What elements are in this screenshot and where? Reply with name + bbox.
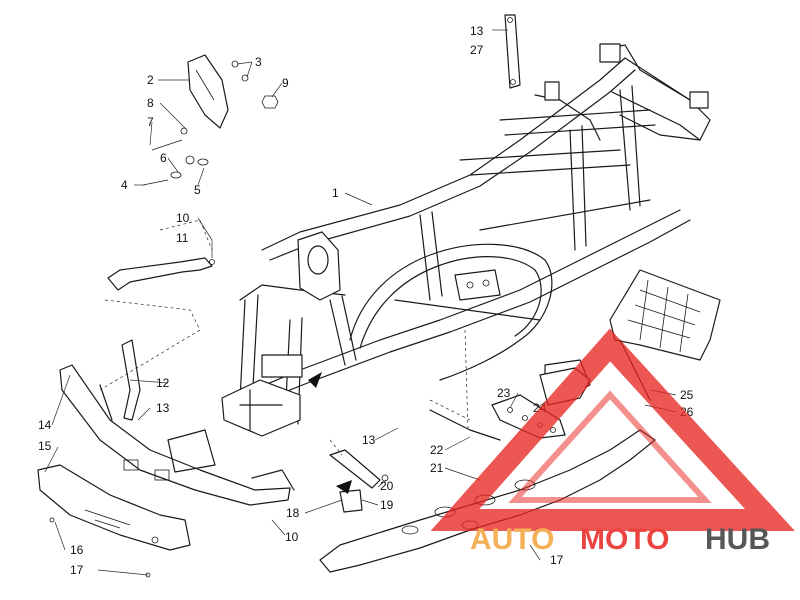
callout-7: 7 <box>147 115 154 129</box>
front-shield-assembly <box>142 54 279 186</box>
callout-21: 21 <box>430 461 444 475</box>
callout-20: 20 <box>380 479 394 493</box>
callout-11: 11 <box>176 231 189 245</box>
leader-lines <box>44 29 677 576</box>
callout-10-top: 10 <box>176 211 190 225</box>
callout-4: 4 <box>121 178 128 192</box>
watermark-auto: AUTO <box>470 523 554 556</box>
watermark-hub: HUB <box>705 523 770 556</box>
callout-labels: 1 2 3 4 5 6 7 8 9 10 10 11 12 13 13 13 1… <box>38 24 694 577</box>
callout-14: 14 <box>38 418 52 432</box>
callout-19: 19 <box>380 498 394 512</box>
callout-17-left: 17 <box>70 563 84 577</box>
front-bumper <box>59 339 295 506</box>
callout-12: 12 <box>156 376 170 390</box>
callout-17-bottom: 17 <box>550 553 564 567</box>
callout-10-bottom: 10 <box>285 530 299 544</box>
watermark-triangle <box>430 328 795 531</box>
callout-9: 9 <box>282 76 289 90</box>
callout-23: 23 <box>497 386 511 400</box>
callout-2: 2 <box>147 73 154 87</box>
watermark-moto: MOTO <box>580 523 669 556</box>
front-skid-plate <box>37 464 191 578</box>
callout-13-center: 13 <box>362 433 376 447</box>
right-footrest-panel <box>609 269 721 401</box>
callout-27: 27 <box>470 43 484 57</box>
top-support-rod <box>504 14 521 89</box>
callout-16: 16 <box>70 543 84 557</box>
callout-15: 15 <box>38 439 52 453</box>
callout-6: 6 <box>160 151 167 165</box>
side-mounting-bracket <box>329 449 389 513</box>
callout-13-left: 13 <box>156 401 170 415</box>
callout-8: 8 <box>147 96 154 110</box>
callout-18: 18 <box>286 506 300 520</box>
callout-1: 1 <box>332 186 339 200</box>
callout-13-top: 13 <box>470 24 484 38</box>
front-support-bracket <box>107 257 215 291</box>
callout-5: 5 <box>194 183 201 197</box>
callout-3: 3 <box>255 55 262 69</box>
automotohub-watermark: AUTO MOTO HUB <box>430 328 795 556</box>
callout-22: 22 <box>430 443 444 457</box>
callout-25: 25 <box>680 388 694 402</box>
